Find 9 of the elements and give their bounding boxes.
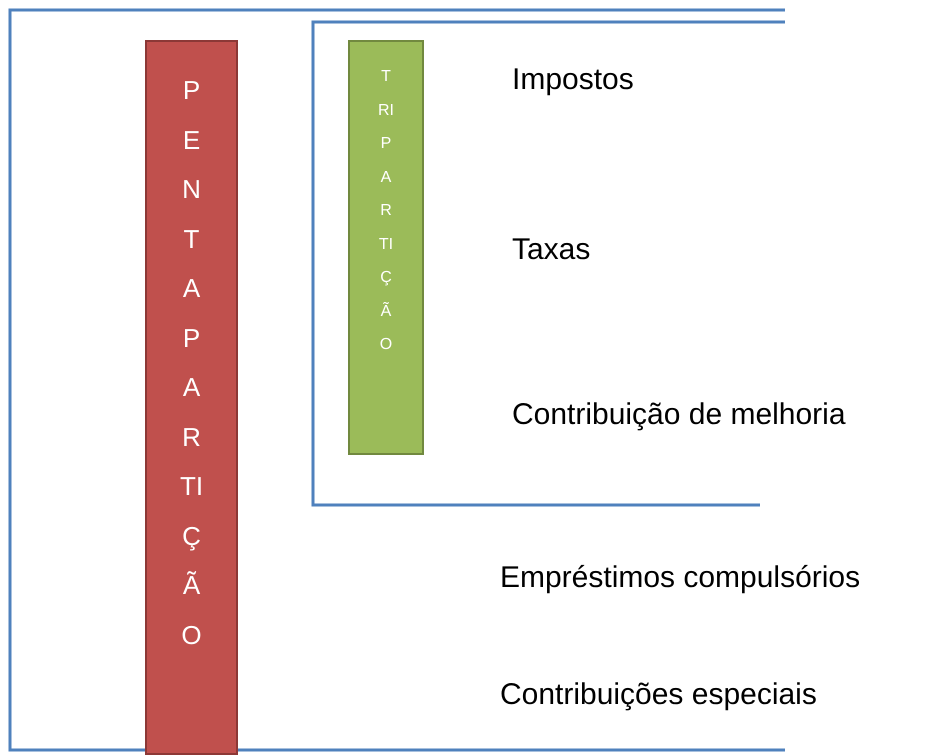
vertical-bar <box>145 40 238 755</box>
category-label: Contribuição de melhoria <box>512 397 846 433</box>
category-label: Taxas <box>512 232 590 268</box>
category-label: Impostos <box>512 62 634 98</box>
vertical-label: PENTAPARTIÇÃO <box>178 74 204 652</box>
category-label: Empréstimos compulsórios <box>500 560 860 596</box>
vertical-label: TRIPARTIÇÃO <box>378 67 394 355</box>
vertical-bar <box>348 40 424 455</box>
category-label: Contribuições especiais <box>500 677 817 713</box>
